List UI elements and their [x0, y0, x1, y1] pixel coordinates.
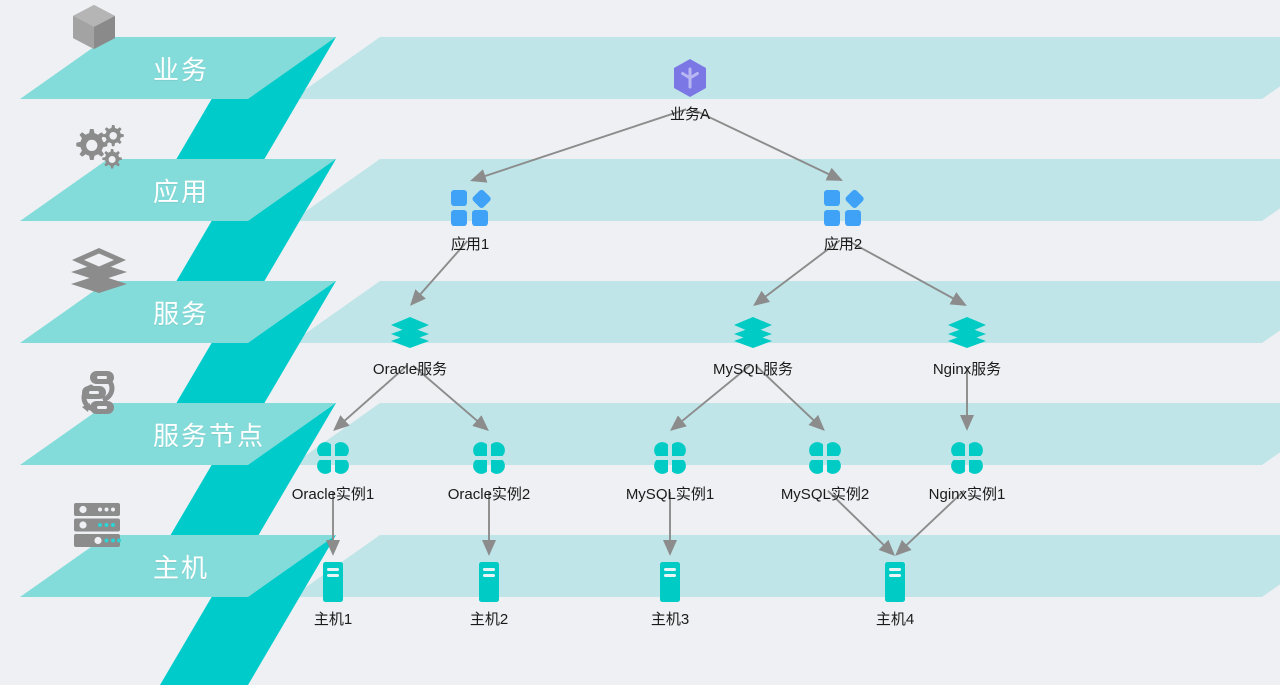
edge-bizA-to-app2	[693, 108, 843, 181]
edge-insNginx1-to-host4	[895, 490, 965, 556]
layer-connector-service	[160, 281, 336, 431]
edge-app1-to-svcOracle	[410, 240, 469, 306]
service-stack-icon	[897, 310, 1037, 356]
node-app1[interactable]: 应用1	[400, 185, 540, 254]
layer-panel-host	[292, 535, 1280, 597]
node-host3[interactable]: 主机3	[600, 560, 740, 629]
edge-svcOracle-to-insOracle1	[333, 364, 408, 431]
edge-svcOracle-to-insOracle2	[412, 364, 489, 431]
service-stack-icon	[683, 310, 823, 356]
layer-panel-service	[292, 281, 1280, 343]
application-squares-icon	[400, 185, 540, 231]
node-insOracle1[interactable]: Oracle实例1	[263, 435, 403, 504]
layer-panel-application	[292, 159, 1280, 221]
layer-tab-service[interactable]	[20, 281, 336, 343]
edge-app2-to-svcNginx	[846, 239, 967, 306]
layer-connector-host	[160, 535, 336, 685]
service-stack-icon	[340, 310, 480, 356]
layer-label-application: 应用	[153, 177, 210, 207]
cube-icon	[68, 1, 120, 58]
host-tower-icon	[419, 560, 559, 604]
node-svcNginx[interactable]: Nginx服务	[897, 310, 1037, 379]
clover-instance-icon	[419, 435, 559, 481]
node-label-host1: 主机1	[313, 611, 353, 628]
node-label-svcNginx: Nginx服务	[932, 361, 1002, 378]
service-node-icon	[68, 367, 130, 424]
node-insNginx1[interactable]: Nginx实例1	[897, 435, 1037, 504]
edge-insMySQL2-to-host4	[827, 490, 895, 556]
clover-instance-icon	[600, 435, 740, 481]
edge-svcMySQL-to-insMySQL1	[670, 364, 751, 431]
node-app2[interactable]: 应用2	[773, 185, 913, 254]
edge-app2-to-svcMySQL	[753, 239, 841, 306]
layer-panel-business	[292, 37, 1280, 99]
node-label-app2: 应用2	[823, 236, 863, 253]
layer-tab-application[interactable]	[20, 159, 336, 221]
layer-tab-servicenode[interactable]	[20, 403, 336, 465]
node-label-insMySQL2: MySQL实例2	[780, 486, 870, 503]
layer-tab-business[interactable]	[20, 37, 336, 99]
node-label-svcOracle: Oracle服务	[372, 361, 448, 378]
node-host2[interactable]: 主机2	[419, 560, 559, 629]
business-cube-icon	[620, 55, 760, 101]
layer-panel-servicenode	[292, 403, 1280, 465]
layer-label-business: 业务	[153, 55, 210, 85]
layers-stack-icon	[68, 245, 130, 302]
layer-connector-servicenode	[160, 403, 336, 553]
node-label-insNginx1: Nginx实例1	[928, 486, 1006, 503]
node-label-bizA: 业务A	[669, 106, 710, 123]
layer-connector-business	[160, 37, 336, 187]
node-svcOracle[interactable]: Oracle服务	[340, 310, 480, 379]
layer-tab-host[interactable]	[20, 535, 336, 597]
node-label-insOracle2: Oracle实例2	[447, 486, 531, 503]
node-host1[interactable]: 主机1	[263, 560, 403, 629]
host-tower-icon	[263, 560, 403, 604]
node-label-insOracle1: Oracle实例1	[291, 486, 375, 503]
node-insMySQL2[interactable]: MySQL实例2	[755, 435, 895, 504]
node-insOracle2[interactable]: Oracle实例2	[419, 435, 559, 504]
host-tower-icon	[600, 560, 740, 604]
layer-connector-application	[160, 159, 336, 309]
edge-bizA-to-app1	[470, 108, 687, 183]
host-tower-icon	[825, 560, 965, 604]
clover-instance-icon	[263, 435, 403, 481]
node-svcMySQL[interactable]: MySQL服务	[683, 310, 823, 379]
node-host4[interactable]: 主机4	[825, 560, 965, 629]
clover-instance-icon	[755, 435, 895, 481]
connection-arrows	[325, 108, 975, 556]
node-bizA[interactable]: 业务A	[620, 55, 760, 124]
edge-svcMySQL-to-insMySQL2	[755, 365, 825, 431]
layer-label-host: 主机	[153, 553, 210, 583]
server-rack-icon	[68, 499, 126, 556]
node-label-app1: 应用1	[450, 236, 490, 253]
application-squares-icon	[773, 185, 913, 231]
node-label-svcMySQL: MySQL服务	[712, 361, 793, 378]
node-label-insMySQL1: MySQL实例1	[625, 486, 715, 503]
layer-label-service: 服务	[153, 299, 210, 329]
node-insMySQL1[interactable]: MySQL实例1	[600, 435, 740, 504]
layer-label-servicenode: 服务节点	[153, 421, 266, 451]
node-label-host2: 主机2	[469, 611, 509, 628]
gears-icon	[68, 123, 128, 184]
node-label-host3: 主机3	[650, 611, 690, 628]
node-label-host4: 主机4	[875, 611, 915, 628]
clover-instance-icon	[897, 435, 1037, 481]
